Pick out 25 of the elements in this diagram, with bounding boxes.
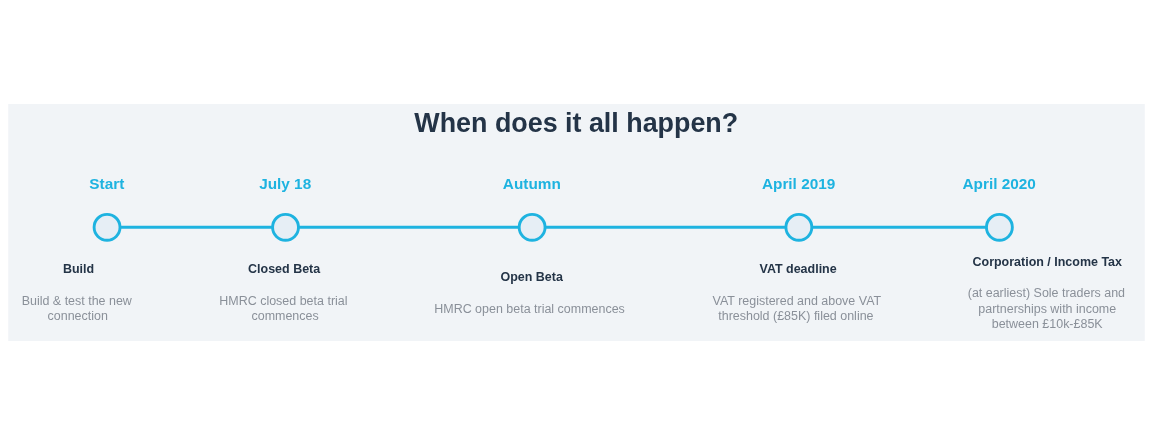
node-label: Start (89, 175, 125, 193)
node-label: Corporation / Income Tax (972, 254, 1122, 269)
node-circle (92, 212, 122, 242)
node-circle (271, 212, 300, 242)
node-label: HMRC closed beta trial commences (219, 293, 348, 324)
connector (545, 225, 786, 229)
node-label: Autumn (502, 175, 561, 193)
connector (298, 225, 519, 229)
node-label: Build (62, 262, 95, 277)
node-label: Open Beta (500, 269, 563, 284)
diagram-title: When does it all happen? (414, 108, 739, 139)
node-label: VAT registered and above VAT threshold (£85K) filed online (712, 293, 882, 324)
node-label: Build & test the new connection (21, 293, 132, 324)
node-label: Closed Beta (248, 262, 321, 277)
node-label: July 18 (259, 175, 312, 193)
node-label: (at earliest) Sole traders and partnerships with income between £10k-£85K (967, 286, 1126, 331)
node-label: HMRC open beta trial commences (434, 301, 625, 316)
node-circle (784, 212, 814, 242)
node-label: April 2020 (962, 175, 1036, 193)
node-label: VAT deadline (759, 262, 837, 277)
node-circle (985, 212, 1014, 242)
connector (812, 225, 987, 229)
node-label: April 2019 (761, 175, 836, 193)
connector (120, 225, 273, 229)
node-circle (517, 212, 547, 242)
